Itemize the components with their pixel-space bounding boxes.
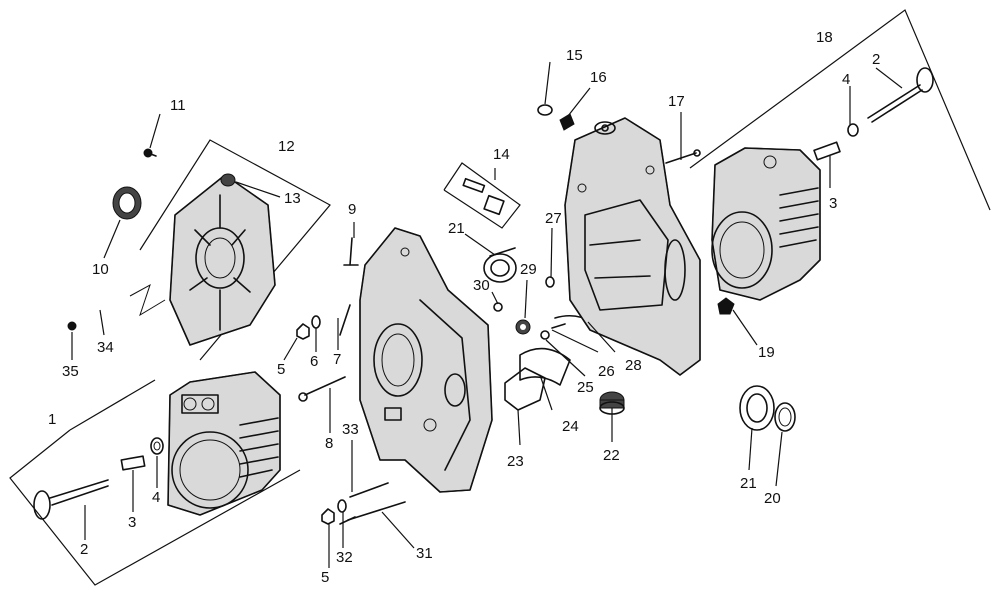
plug-15 <box>537 104 553 116</box>
callout-25: 25 <box>577 379 594 396</box>
callout-20: 20 <box>764 490 781 507</box>
callout-labels: 1 2 3 4 5 5 6 7 8 9 10 11 12 13 14 15 16… <box>48 29 880 586</box>
callout-2-left: 2 <box>80 541 88 558</box>
callout-21-lower: 21 <box>740 475 757 492</box>
callout-24: 24 <box>562 418 579 435</box>
seal-left <box>150 437 164 455</box>
callout-13: 13 <box>284 190 301 207</box>
gear-case <box>359 227 493 493</box>
seal-right <box>847 123 859 137</box>
gasket-24 <box>519 347 571 386</box>
callout-3-right: 3 <box>829 195 837 212</box>
bolt-17 <box>665 149 701 164</box>
callout-8: 8 <box>325 435 333 452</box>
callout-28: 28 <box>625 357 642 374</box>
bolt-8 <box>298 376 346 402</box>
dipstick-31 <box>339 501 406 525</box>
callout-29: 29 <box>520 261 537 278</box>
callout-1: 1 <box>48 411 56 428</box>
ring-30 <box>493 302 503 312</box>
callout-9: 9 <box>348 201 356 218</box>
screw-11 <box>143 148 157 158</box>
valve-left <box>33 479 109 520</box>
bracket-lines <box>9 9 991 586</box>
callout-7: 7 <box>333 351 341 368</box>
callout-22: 22 <box>603 447 620 464</box>
callout-5-upper: 5 <box>277 361 285 378</box>
oil-seal-10 <box>112 186 142 220</box>
crankcase-main <box>564 117 701 376</box>
pin-27 <box>545 276 555 288</box>
right-cylinder <box>711 147 821 301</box>
callout-15: 15 <box>566 47 583 64</box>
engine-cover-12 <box>169 173 276 346</box>
bearing-21-lower <box>739 385 775 431</box>
seal-29 <box>515 319 531 335</box>
stud-33 <box>349 482 389 498</box>
callout-18: 18 <box>816 29 833 46</box>
callout-31: 31 <box>416 545 433 562</box>
valve-right <box>867 67 934 123</box>
cap-22 <box>599 391 625 415</box>
callout-27: 27 <box>545 210 562 227</box>
leader-lines <box>71 61 903 568</box>
callout-33: 33 <box>342 421 359 438</box>
callout-35: 35 <box>62 363 79 380</box>
stud-7 <box>339 304 351 336</box>
callout-2-right: 2 <box>872 51 880 68</box>
callout-4-left: 4 <box>152 489 160 506</box>
callout-26: 26 <box>598 363 615 380</box>
callout-21-upper: 21 <box>448 220 465 237</box>
guide-right <box>813 141 841 161</box>
bolt-9 <box>343 237 359 266</box>
hose-34 <box>75 283 166 321</box>
callout-12: 12 <box>278 138 295 155</box>
callout-16: 16 <box>590 69 607 86</box>
pin-26 <box>551 323 566 329</box>
plug-16 <box>559 113 575 131</box>
pin-25 <box>540 330 550 340</box>
callout-32: 32 <box>336 549 353 566</box>
fitting-19 <box>717 297 735 315</box>
callout-4-right: 4 <box>842 71 850 88</box>
callout-34: 34 <box>97 339 114 356</box>
callout-17: 17 <box>668 93 685 110</box>
guide-left <box>120 455 146 471</box>
left-cylinder <box>167 371 281 516</box>
callout-14: 14 <box>493 146 510 163</box>
seal-20 <box>774 402 796 432</box>
callout-3-left: 3 <box>128 514 136 531</box>
callout-11: 11 <box>170 97 186 114</box>
callout-19: 19 <box>758 344 775 361</box>
callout-5-lower: 5 <box>321 569 329 586</box>
callout-6: 6 <box>310 353 318 370</box>
plate-23 <box>504 367 546 411</box>
callout-30: 30 <box>473 277 490 294</box>
callout-10: 10 <box>92 261 109 278</box>
callout-23: 23 <box>507 453 524 470</box>
pin-set-14 <box>462 177 505 216</box>
clamp-35 <box>67 321 77 331</box>
nut-washer-lower <box>321 499 347 525</box>
